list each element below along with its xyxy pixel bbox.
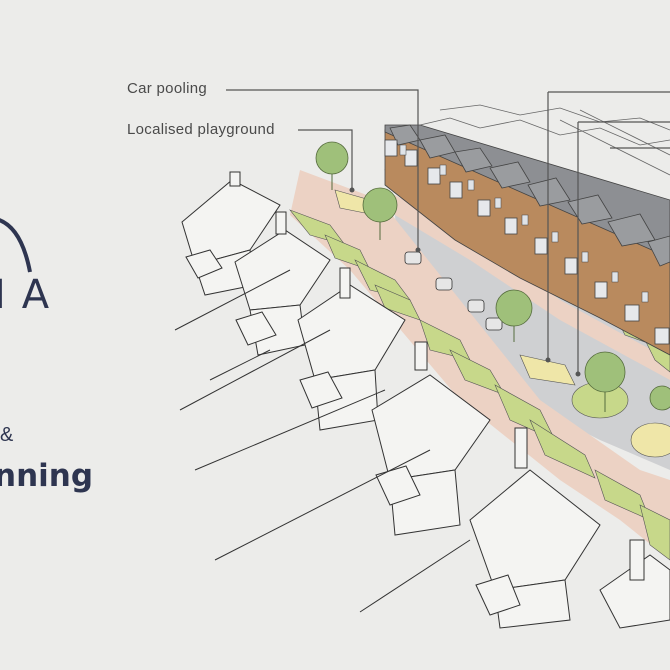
rear-rooflines: [419, 104, 670, 176]
logo-wordmark: nning: [0, 458, 94, 494]
terrace-bays: [389, 124, 670, 267]
chimneys: [229, 171, 645, 581]
tree-trunks: [331, 174, 606, 412]
logo-letters: IA: [0, 272, 66, 318]
left-gardens: [289, 209, 670, 561]
callout-dots: [349, 187, 581, 377]
terrace-roof: [384, 124, 670, 259]
cars: [404, 251, 503, 331]
logo-arc: [0, 218, 32, 273]
callout-localised-playground: Localised playground: [127, 121, 275, 138]
side-extensions: [185, 249, 521, 616]
playground-square: [519, 354, 576, 386]
logo-ampersand: &: [0, 424, 14, 446]
trees: [315, 141, 670, 411]
facade-windows: [399, 144, 649, 303]
playground-circle-2: [630, 422, 670, 458]
bay-windows: [384, 139, 670, 345]
callout-car-pooling: Car pooling: [127, 80, 208, 97]
fences: [174, 269, 471, 613]
callout-lines: [226, 89, 670, 372]
